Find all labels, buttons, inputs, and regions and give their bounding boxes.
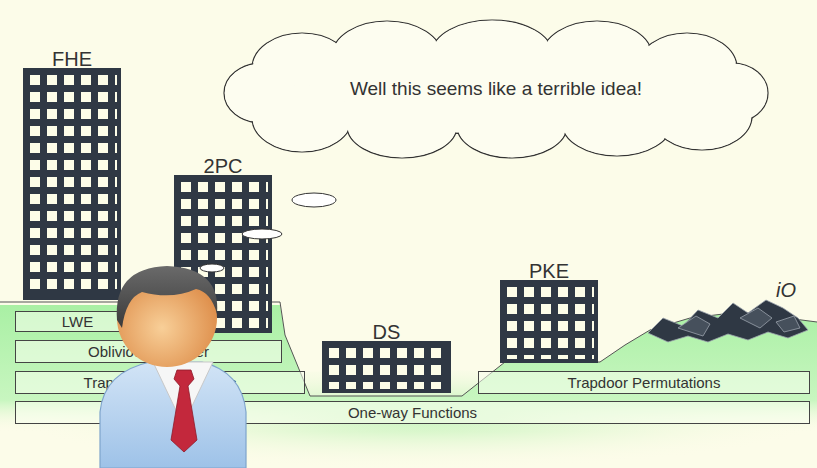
thought-text: Well this seems like a terrible idea!: [222, 18, 770, 160]
person-collar: [153, 362, 213, 425]
building-body: [500, 280, 598, 363]
person-tie: [171, 370, 197, 452]
layer-label: One-way Functions: [348, 404, 477, 421]
cloud-fill: [653, 83, 751, 149]
foundation-layer: LWE: [15, 311, 140, 332]
building-wall: [322, 341, 451, 393]
building-windows: [322, 341, 447, 389]
building-label: DS: [322, 322, 451, 342]
person-body: [100, 362, 246, 468]
foundation-layer: Trapdoor Permutations: [478, 371, 810, 394]
foundation-layer: Oblivious Transfer: [15, 340, 282, 363]
thought-dot: [242, 229, 282, 239]
building: PKE: [500, 280, 598, 363]
thought-dot: [200, 264, 224, 272]
rubble-ruins: iO: [648, 288, 810, 348]
cloud-fill: [348, 95, 456, 157]
layer-label: Trapdoor Permutations: [84, 374, 237, 391]
layer-label: Oblivious Transfer: [88, 343, 209, 360]
layer-label: Trapdoor Permutations: [568, 374, 721, 391]
cloud-fill: [458, 95, 566, 157]
building-label: PKE: [500, 261, 598, 281]
building-body: [23, 68, 121, 300]
rubble-piece: [740, 308, 772, 328]
building-wall: [500, 280, 598, 363]
foundation-layer: Trapdoor Permutations: [15, 371, 305, 394]
ruin-label: iO: [776, 280, 796, 300]
building: DS: [322, 341, 451, 393]
thought-bubble: Well this seems like a terrible idea!: [222, 18, 770, 160]
rubble-piece: [648, 300, 808, 342]
person-head: [117, 269, 217, 367]
person-hair: [117, 266, 218, 328]
rubble-piece: [776, 316, 800, 332]
building-windows: [23, 68, 117, 296]
building-label: 2PC: [174, 156, 272, 176]
building-label: FHE: [23, 49, 121, 69]
building: 2PC: [174, 175, 272, 333]
rubble-piece: [678, 316, 710, 336]
cloud-fill: [433, 21, 551, 85]
building-body: [322, 341, 451, 393]
foundation-layer: One-way Functions: [15, 401, 810, 424]
building-wall: [23, 68, 121, 300]
thought-dot: [292, 193, 336, 207]
building-windows: [174, 175, 268, 329]
building-body: [174, 175, 272, 333]
building-wall: [174, 175, 272, 333]
green-terrain: [0, 305, 817, 432]
cloud-fill: [253, 85, 351, 151]
building: FHE: [23, 68, 121, 300]
building-windows: [500, 280, 594, 359]
layer-label: LWE: [62, 313, 93, 330]
